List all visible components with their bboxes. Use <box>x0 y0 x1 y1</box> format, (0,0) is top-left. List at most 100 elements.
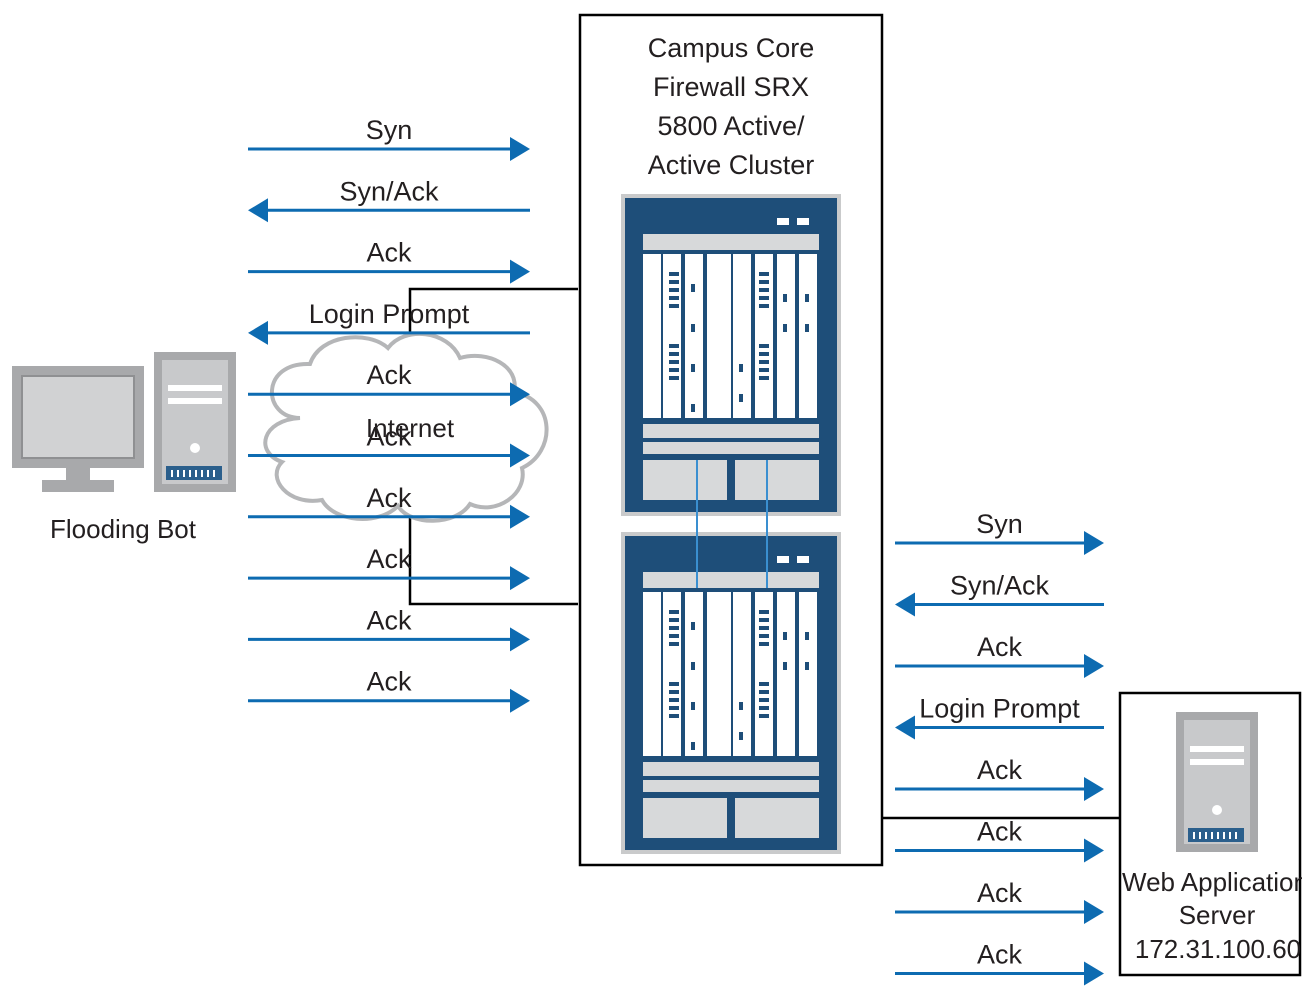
arrow-head-right-icon <box>510 259 530 284</box>
status-led <box>777 218 789 225</box>
left-arrow-row: Ack <box>248 483 530 529</box>
port-block <box>669 368 679 372</box>
line-card-slot <box>755 254 773 418</box>
right-arrow-label: Login Prompt <box>919 694 1080 724</box>
flooding-bot-label: Flooding Bot <box>50 514 197 544</box>
port-led <box>691 742 695 750</box>
right-arrow-row: Ack <box>895 817 1104 863</box>
left-arrow-row: Syn/Ack <box>248 176 530 223</box>
left-arrow-row: Login Prompt <box>248 299 530 345</box>
port-led <box>691 622 695 630</box>
line-card-slot <box>799 254 817 418</box>
internet-label: Internet <box>366 413 455 443</box>
port-led <box>783 324 787 332</box>
port-block <box>669 280 679 284</box>
arrow-head-right-icon <box>510 382 530 407</box>
line-card-slot <box>685 254 703 418</box>
port-block <box>669 360 679 364</box>
line-card-slot <box>663 254 681 418</box>
port-block <box>759 376 769 380</box>
right-arrow-label: Ack <box>977 817 1023 847</box>
arrow-head-right-icon <box>510 627 530 652</box>
port-block <box>669 610 679 614</box>
port-block <box>669 642 679 646</box>
cloud-icon <box>263 331 549 523</box>
port-block <box>669 690 679 694</box>
left-arrow-label: Ack <box>366 544 412 574</box>
right-arrow-row: Syn <box>895 509 1104 555</box>
status-led <box>777 556 789 563</box>
flooding-bot: Flooding Bot <box>12 352 236 544</box>
left-arrow-row: Ack <box>248 422 530 468</box>
left-arrow-row: Ack <box>248 238 530 284</box>
port-block <box>759 642 769 646</box>
web-server-label-line-1: Web Application <box>1122 867 1302 897</box>
left-arrow-label: Login Prompt <box>309 299 470 329</box>
left-arrow-label: Ack <box>366 483 412 513</box>
left-arrow-label: Ack <box>366 422 412 452</box>
line-card-slot <box>643 592 661 756</box>
port-led <box>805 324 809 332</box>
port-led <box>691 662 695 670</box>
port-block <box>759 272 769 276</box>
port-block <box>759 280 769 284</box>
port-block <box>759 296 769 300</box>
chassis-top-bar <box>643 572 819 588</box>
fan-tray <box>643 460 727 500</box>
right-arrow-label: Ack <box>977 755 1023 785</box>
right-arrow-row: Ack <box>895 755 1104 801</box>
arrow-head-right-icon <box>1084 654 1104 678</box>
port-led <box>805 632 809 640</box>
line-card-slot <box>799 592 817 756</box>
firewall-cluster: Campus Core Firewall SRX 5800 Active/ Ac… <box>578 13 884 867</box>
port-block <box>759 352 769 356</box>
port-led <box>739 364 743 372</box>
line-card-slot <box>707 592 731 756</box>
port-block <box>669 304 679 308</box>
firewall-title-line-3: 5800 Active/ <box>657 111 805 141</box>
tower-pc-icon <box>154 352 236 492</box>
left-arrow-label: Syn <box>366 115 413 145</box>
left-arrow-row: Ack <box>248 544 530 591</box>
port-block <box>759 360 769 364</box>
port-led <box>805 294 809 302</box>
arrow-head-left-icon <box>895 715 915 740</box>
chassis-top-bar <box>643 234 819 250</box>
port-block <box>759 610 769 614</box>
firewall-title-line-1: Campus Core <box>648 33 815 63</box>
port-led <box>739 702 743 710</box>
right-arrow-label: Ack <box>977 632 1023 662</box>
srx-chassis-icon <box>621 532 841 854</box>
arrow-head-left-icon <box>248 198 268 223</box>
left-arrow-row: Ack <box>248 360 530 407</box>
web-server-label-line-2: Server <box>1179 900 1256 930</box>
port-block <box>759 344 769 348</box>
port-block <box>669 698 679 702</box>
status-led <box>797 556 809 563</box>
port-led <box>691 364 695 372</box>
srx-chassis-icon <box>621 194 841 516</box>
status-led <box>797 218 809 225</box>
fan-tray <box>735 798 819 838</box>
port-block <box>759 690 769 694</box>
port-block <box>759 682 769 686</box>
port-led <box>805 662 809 670</box>
port-block <box>759 304 769 308</box>
left-arrow-row: Ack <box>248 667 530 713</box>
arrow-head-right-icon <box>510 137 530 161</box>
line-card-slot <box>707 254 731 418</box>
port-block <box>669 634 679 638</box>
chassis-bar <box>643 780 819 792</box>
arrow-head-right-icon <box>1084 531 1104 555</box>
left-arrow-label: Ack <box>366 360 412 390</box>
line-card-slot <box>685 592 703 756</box>
left-arrow-row: Ack <box>248 605 530 652</box>
line-card-slot <box>755 592 773 756</box>
port-led <box>739 394 743 402</box>
arrow-head-right-icon <box>510 566 530 591</box>
right-arrow-label: Ack <box>977 878 1023 908</box>
arrow-head-left-icon <box>895 592 915 617</box>
port-block <box>669 288 679 292</box>
line-card-slot <box>663 592 681 756</box>
